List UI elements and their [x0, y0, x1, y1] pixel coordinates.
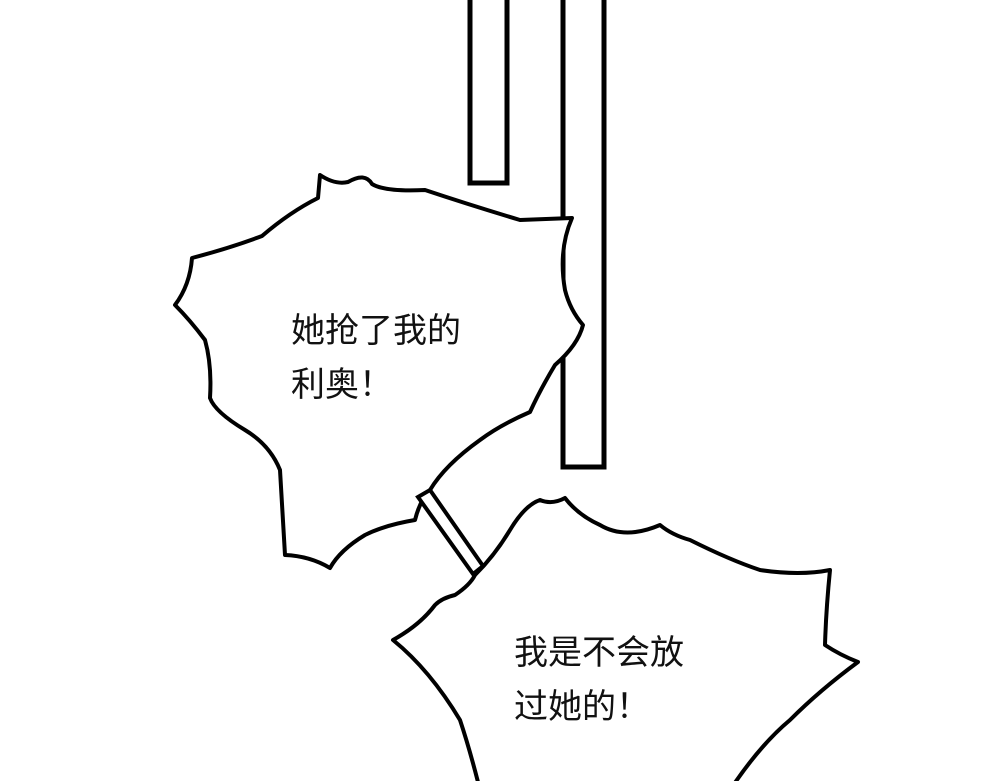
tall-pillar — [560, 0, 607, 470]
speech-bubble-2 — [391, 496, 860, 781]
bubble-2-line-2: 过她的！ — [514, 687, 650, 727]
speech-bubble-2-text: 我是不会放 过她的！ — [514, 626, 684, 734]
bubble-2-line-1: 我是不会放 — [514, 633, 684, 673]
bubble-1-line-1: 她抢了我的 — [291, 311, 461, 351]
bubble-connector — [415, 487, 486, 577]
bubble-1-line-2: 利奥！ — [291, 365, 393, 405]
short-pillar — [467, 0, 510, 186]
speech-bubble-1-text: 她抢了我的 利奥！ — [291, 304, 461, 412]
